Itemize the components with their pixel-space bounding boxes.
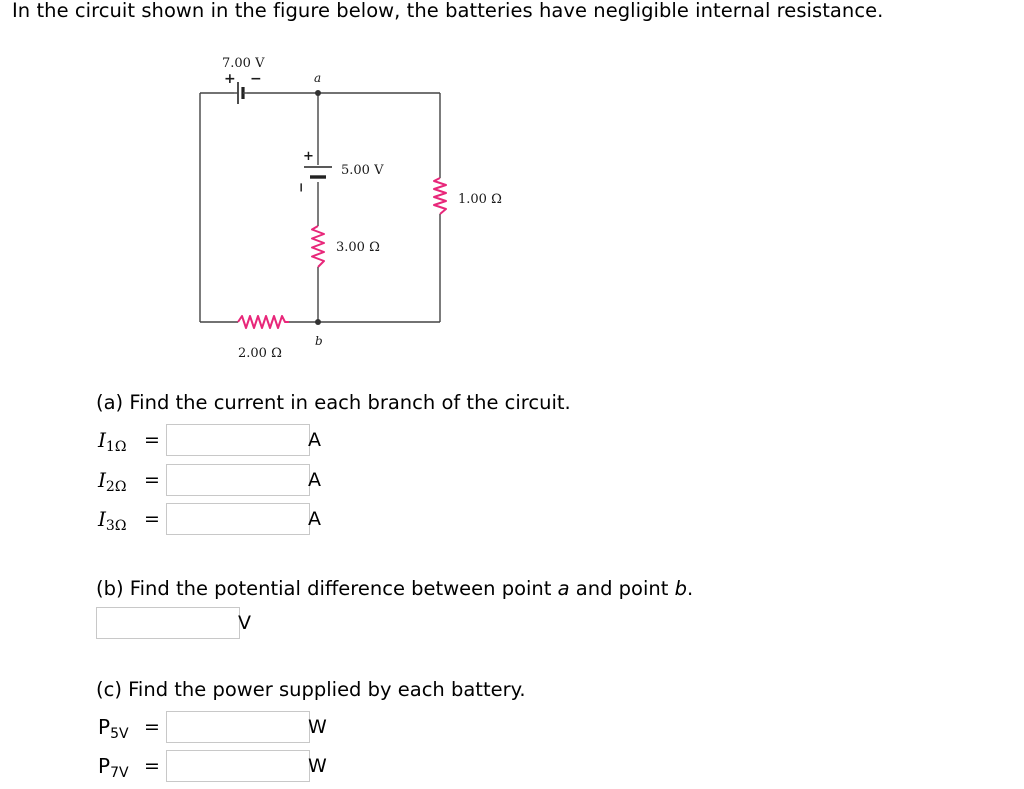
junction-a-dot <box>315 90 321 96</box>
point-b-ref: b <box>674 577 687 600</box>
point-b-label: b <box>315 334 323 348</box>
resistor-1ohm-symbol <box>433 177 447 215</box>
p5v-equals: = <box>144 716 160 738</box>
i2-unit: A <box>308 469 321 491</box>
part-a-prompt: (a) Find the current in each branch of t… <box>96 391 571 414</box>
battery-7v-minus: − <box>250 71 262 87</box>
resistor-2ohm-label: 2.00 Ω <box>238 346 282 361</box>
resistor-1ohm-label: 1.00 Ω <box>458 192 502 207</box>
i3-answer-input[interactable] <box>166 503 310 535</box>
p5v-label: P5V <box>98 715 129 742</box>
circuit-diagram: 7.00 V + − a + − 5.00 V 1.00 Ω 3.00 Ω b … <box>199 56 502 361</box>
resistor-3ohm-symbol <box>311 225 325 268</box>
i1-equals: = <box>144 429 160 451</box>
battery-5v-plus: + <box>303 149 314 164</box>
i1-label: I1Ω <box>98 428 127 455</box>
part-b-prompt: (b) Find the potential difference betwee… <box>96 577 694 600</box>
p7v-answer-input[interactable] <box>166 750 310 782</box>
i2-label: I2Ω <box>98 468 127 495</box>
resistor-2ohm-symbol <box>237 315 289 329</box>
battery-7v-plus: + <box>224 71 236 87</box>
resistor-3ohm-label: 3.00 Ω <box>336 240 380 255</box>
battery-7v-symbol <box>237 82 245 104</box>
battery-5v-minus: − <box>293 182 308 193</box>
p7v-unit: W <box>308 755 327 777</box>
intro-text: In the circuit shown in the figure below… <box>12 0 884 22</box>
part-c-prompt: (c) Find the power supplied by each batt… <box>96 678 526 701</box>
vab-unit: V <box>238 612 251 634</box>
p7v-label: P7V <box>98 754 129 781</box>
junction-b-dot <box>315 319 321 325</box>
point-a-ref: a <box>557 577 570 600</box>
p5v-answer-input[interactable] <box>166 711 310 743</box>
i1-answer-input[interactable] <box>166 424 310 456</box>
p7v-equals: = <box>144 755 160 777</box>
i2-equals: = <box>144 469 160 491</box>
point-a-label: a <box>314 71 321 85</box>
i3-equals: = <box>144 508 160 530</box>
i3-unit: A <box>308 508 321 530</box>
vab-answer-input[interactable] <box>96 607 240 639</box>
i3-label: I3Ω <box>98 507 127 534</box>
p5v-unit: W <box>308 716 327 738</box>
battery-5v-label: 5.00 V <box>341 163 384 178</box>
i2-answer-input[interactable] <box>166 464 310 496</box>
battery-5v-symbol <box>304 166 332 179</box>
battery-7v-label: 7.00 V <box>222 56 265 71</box>
i1-unit: A <box>308 429 321 451</box>
